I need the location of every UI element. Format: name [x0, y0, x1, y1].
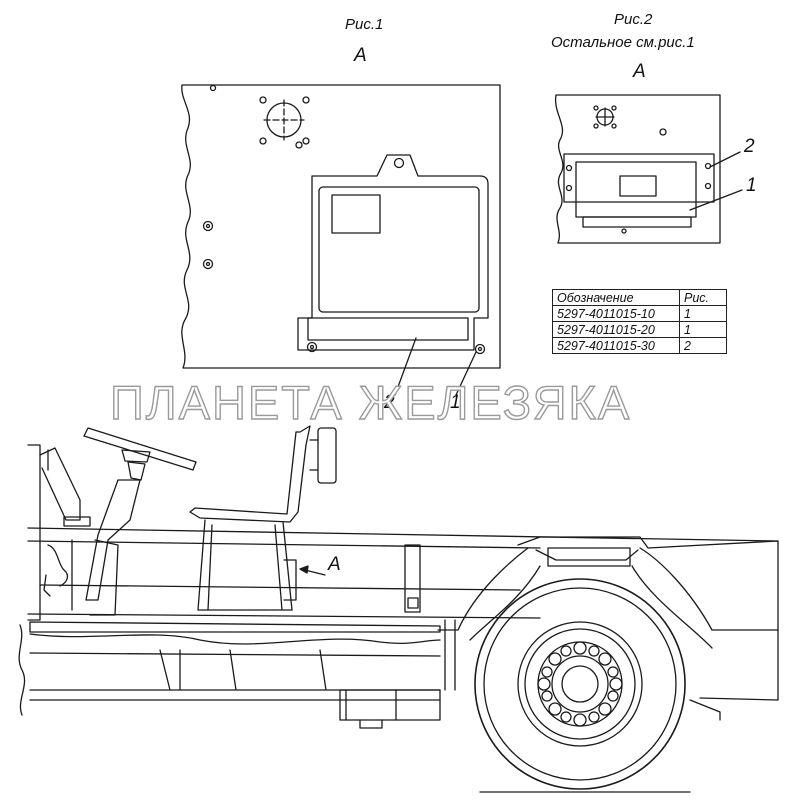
table-cell-figure: 1 — [679, 321, 727, 338]
fig2-callout-2: 2 — [744, 136, 755, 157]
table-row: 5297-4011015-10 1 — [552, 305, 727, 322]
table-cell-designation: 5297-4011015-30 — [552, 337, 680, 354]
fig2-caption: Рис.2 — [614, 11, 653, 28]
watermark-text: ПЛАНЕТА ЖЕЛЕЗЯКА — [109, 375, 632, 429]
table-cell-figure: 2 — [679, 337, 727, 354]
view-arrow-label: А — [328, 554, 341, 575]
wheel-studs — [537, 641, 623, 727]
fig1-caption: Рис.1 — [345, 16, 384, 33]
fig2-panel — [554, 94, 743, 244]
fig1-callout-1: 1 — [450, 392, 461, 413]
table-header-figure: Рис. — [679, 289, 727, 306]
fig2-view-label: А — [633, 61, 646, 82]
chassis-view — [18, 425, 779, 793]
fig1-callout-2: 2 — [384, 392, 395, 413]
fig2-callout-1: 1 — [746, 175, 757, 196]
parts-table: Обозначение Рис. 5297-4011015-10 1 5297-… — [552, 289, 727, 354]
table-header-designation: Обозначение — [552, 289, 680, 306]
fig1-panel — [181, 84, 501, 396]
table-cell-designation: 5297-4011015-10 — [552, 305, 680, 322]
table-cell-figure: 1 — [679, 305, 727, 322]
table-header-row: Обозначение Рис. — [552, 289, 727, 306]
table-cell-designation: 5297-4011015-20 — [552, 321, 680, 338]
table-row: 5297-4011015-30 2 — [552, 337, 727, 354]
fig2-note: Остальное см.рис.1 — [551, 34, 695, 51]
table-row: 5297-4011015-20 1 — [552, 321, 727, 338]
fig1-view-label: А — [354, 45, 367, 66]
